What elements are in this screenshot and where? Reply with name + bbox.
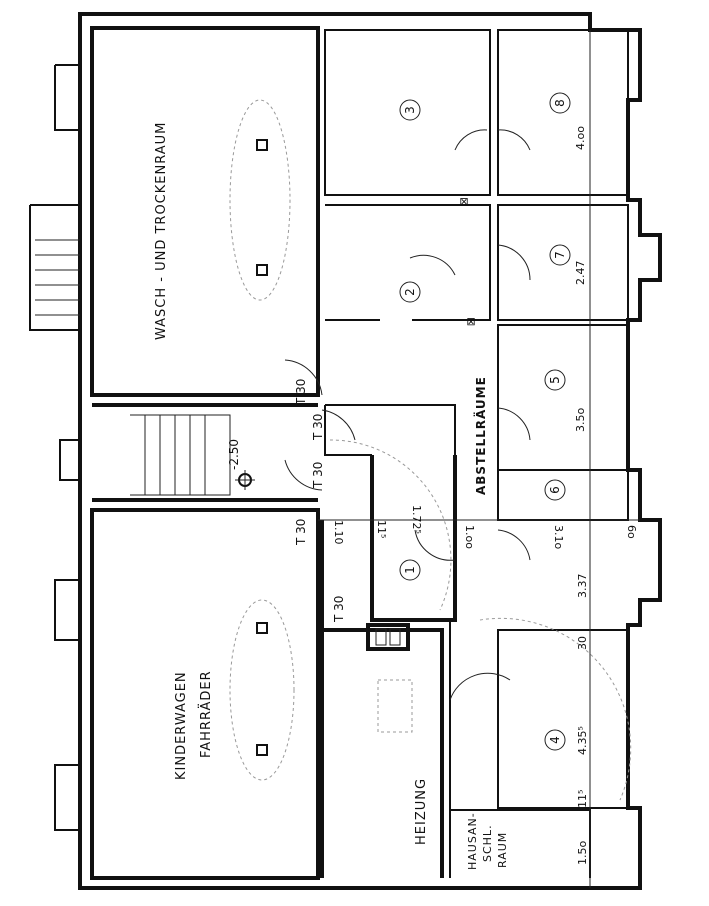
door-swings [284, 129, 632, 801]
dimension-1-50: 1.5o [576, 841, 589, 865]
storage-number-4: 4 [548, 736, 562, 744]
outer-walls [29, 12, 662, 890]
storage-number-badges: 1 2 3 4 5 6 7 8 [399, 92, 571, 751]
dimension-1-00: 1.oo [463, 525, 476, 549]
stairs [35, 239, 231, 496]
dimension-11-5-a: 11⁵ [375, 520, 388, 538]
dimension-1-72-5: 1.72⁵ [410, 505, 423, 534]
storage-number-6: 6 [548, 486, 562, 494]
dimension-11-5-b: 11⁵ [576, 790, 589, 808]
dimension-4-00: 4.oo [574, 126, 587, 150]
svg-text:⊠: ⊠ [459, 195, 468, 208]
door-rating: T 30 [332, 596, 346, 623]
dimension-3-10: 3.1o [552, 525, 565, 549]
room-label-hausan-3: RAUM [496, 832, 509, 868]
door-rating: T 30 [294, 379, 308, 406]
door-rating: T 30 [311, 462, 325, 489]
floor-level: -2.50 [227, 439, 241, 470]
dimension-3-50: 3.5o [574, 408, 587, 432]
room-label-fahrraeder: FAHRRÄDER [198, 670, 214, 758]
room-label-hausan-2: SCHL. [481, 824, 494, 862]
door-rating: T 30 [311, 414, 325, 441]
room-label-hausan-1: HAUSAN- [466, 812, 479, 870]
dimension-1-10: 1.10 [332, 520, 345, 545]
room-label-wasch: WASCH - UND TROCKENRAUM [154, 122, 169, 340]
storage-walls [320, 29, 629, 878]
door-rating: T 30 [294, 519, 308, 546]
storage-number-3: 3 [403, 106, 417, 114]
storage-number-1: 1 [403, 566, 417, 574]
dimension-2-47: 2.47 [574, 261, 587, 286]
dimension-line [318, 30, 640, 888]
ceiling-lights: ⊠ ⊠ [229, 99, 476, 781]
room-label-heizung: HEIZUNG [414, 778, 429, 845]
svg-text:⊠: ⊠ [466, 315, 475, 328]
storage-number-7: 7 [553, 251, 567, 259]
storage-number-8: 8 [553, 99, 567, 107]
dimension-30: 30 [576, 636, 589, 650]
storage-number-5: 5 [548, 376, 562, 384]
room-label-abstell: ABSTELLRÄUME [473, 376, 488, 495]
dimension-4-35-5: 4.35⁵ [576, 726, 589, 755]
dimension-3-37: 3.37 [576, 574, 589, 599]
dimension-60: 6o [625, 525, 638, 539]
storage-number-2: 2 [403, 288, 417, 296]
room-label-kinderwagen: KINDERWAGEN [174, 671, 189, 780]
